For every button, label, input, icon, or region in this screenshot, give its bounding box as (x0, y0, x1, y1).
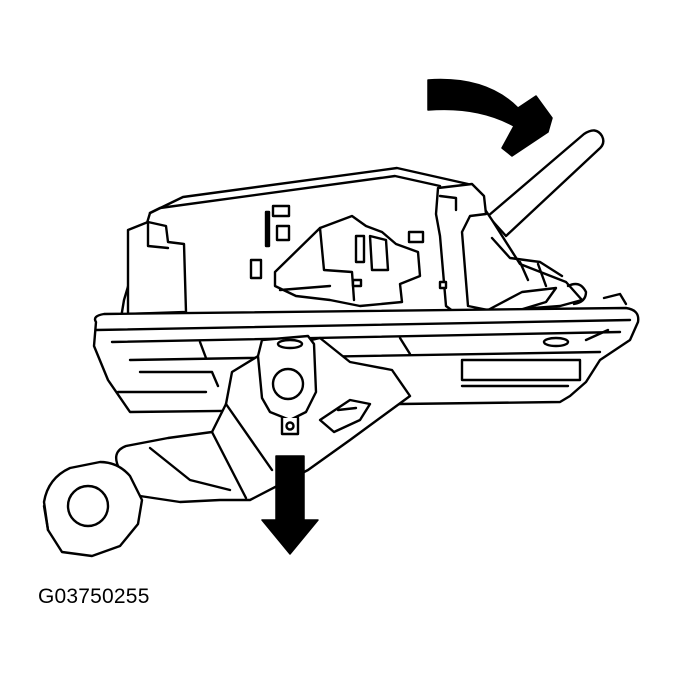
shift-lever-rod (486, 129, 605, 238)
figure-id-label: G03750255 (38, 585, 150, 608)
down-arrow-icon (261, 455, 319, 555)
lock-clip (256, 334, 318, 436)
mounting-ear (42, 460, 144, 558)
curved-arrow-icon (427, 78, 553, 157)
lock-bracket (273, 214, 422, 308)
lever-pivot-block (434, 182, 628, 320)
